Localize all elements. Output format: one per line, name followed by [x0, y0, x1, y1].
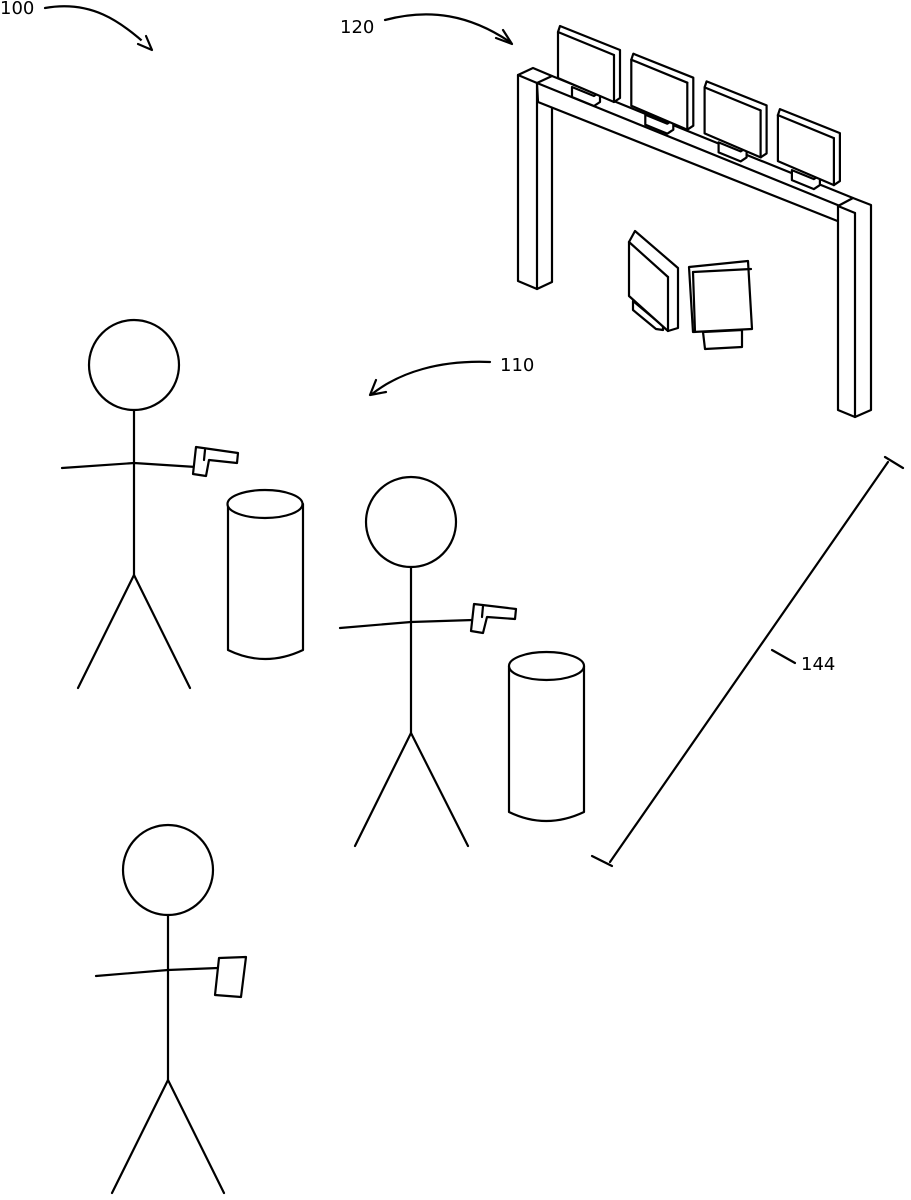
distance-bracket-144: [590, 455, 905, 868]
overhead-sensor-1: [556, 24, 622, 108]
label-110: 110: [500, 355, 535, 376]
cylinder-target-2: [507, 650, 586, 822]
box-camera: [687, 259, 754, 351]
person-head: [87, 318, 181, 412]
overhead-sensors: [556, 24, 842, 191]
sensor-gantry: [516, 66, 873, 419]
handheld-device: [213, 955, 248, 999]
person-head: [121, 823, 215, 917]
tilted-camera: [627, 229, 680, 333]
person-2: [338, 475, 518, 848]
handheld-gun: [191, 445, 240, 478]
person-head: [364, 475, 458, 569]
label-144: 144: [801, 654, 836, 675]
handheld-gun: [469, 602, 518, 635]
label-100: 100: [0, 0, 35, 19]
left-post: [516, 66, 554, 291]
person-1: [60, 318, 240, 690]
person-3: [94, 823, 248, 1195]
overhead-sensor-2: [630, 52, 695, 135]
arrow-120: [383, 13, 514, 46]
overhead-sensor-4: [776, 107, 842, 191]
label-120: 120: [340, 17, 375, 38]
arrow-110: [368, 360, 492, 397]
arrow-100: [43, 5, 154, 52]
overhead-sensor-3: [703, 80, 768, 163]
cylinder-target-1: [226, 488, 305, 660]
